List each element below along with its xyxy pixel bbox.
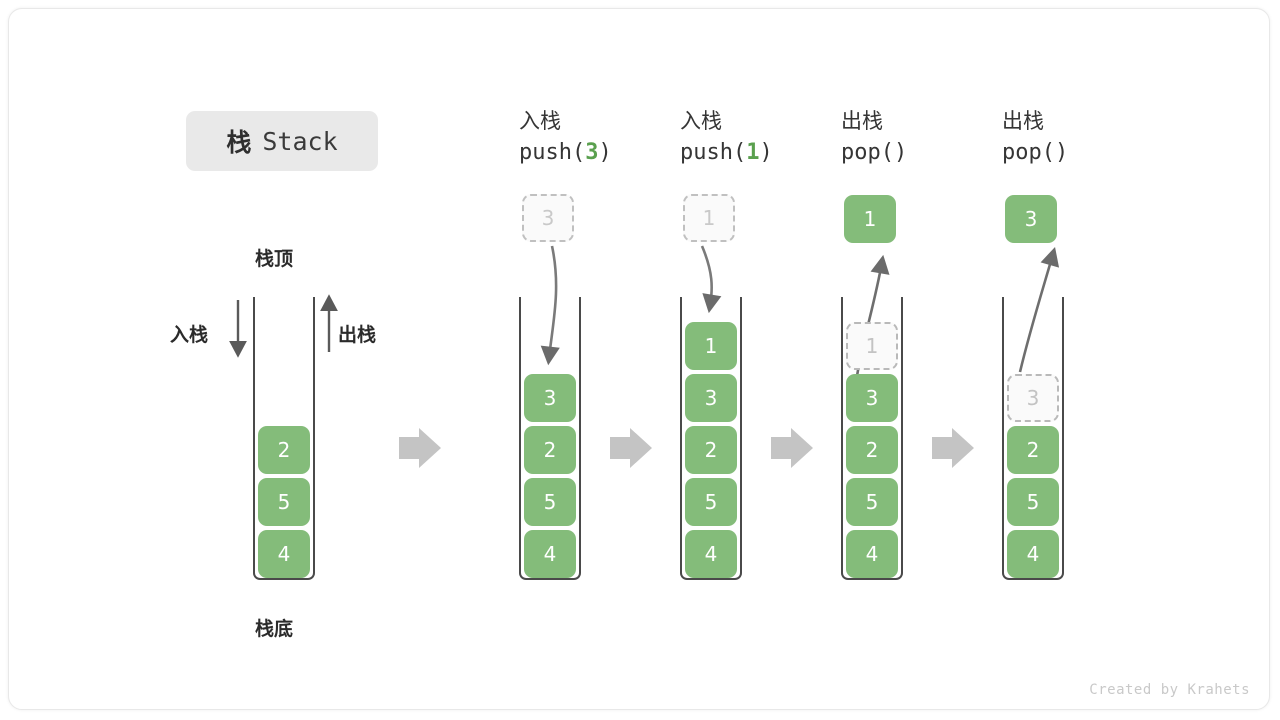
step-op-code: push(3)	[519, 139, 612, 165]
step-header-3: 出栈 pop()	[841, 108, 1011, 167]
stack-cell: 2	[846, 426, 898, 474]
stack-cell: 3	[846, 374, 898, 422]
title-en: Stack	[262, 126, 338, 156]
stack-top-label: 栈顶	[255, 248, 294, 270]
step-op-label: 入栈	[519, 109, 561, 133]
stack-cell: 2	[524, 426, 576, 474]
step-op-code: pop()	[1002, 139, 1069, 165]
stack-cell-ghost: 3	[1007, 374, 1059, 422]
step-header-2: 入栈 push(1)	[680, 108, 850, 167]
stack-cell: 2	[258, 426, 310, 474]
title-badge: 栈 Stack	[186, 111, 378, 171]
step-op-code: push(1)	[680, 139, 773, 165]
stack-cell: 4	[1007, 530, 1059, 578]
stack-cell-ghost: 1	[846, 322, 898, 370]
stack-cell: 4	[846, 530, 898, 578]
stack-cell: 5	[258, 478, 310, 526]
step-op-arg: 3	[585, 139, 599, 165]
pop-direction-label: 出栈	[338, 324, 377, 346]
stack-cell: 3	[524, 374, 576, 422]
watermark: Created by Krahets	[1089, 682, 1250, 698]
incoming-item-box: 1	[683, 194, 735, 242]
stack-cell: 4	[258, 530, 310, 578]
stack-cell: 2	[1007, 426, 1059, 474]
stack-cell: 5	[685, 478, 737, 526]
popped-item-box: 3	[1005, 195, 1057, 243]
incoming-item-box: 3	[522, 194, 574, 242]
popped-item-box: 1	[844, 195, 896, 243]
title-cn: 栈	[226, 128, 253, 157]
push-direction-label: 入栈	[170, 324, 209, 346]
stack-cell: 3	[685, 374, 737, 422]
step-op-label: 出栈	[1002, 109, 1044, 133]
step-op-label: 出栈	[841, 109, 883, 133]
stack-cell: 4	[524, 530, 576, 578]
step-op-label: 入栈	[680, 109, 722, 133]
stack-cell: 5	[846, 478, 898, 526]
stack-cell: 5	[524, 478, 576, 526]
stack-bottom-label: 栈底	[255, 618, 294, 640]
stack-cell: 5	[1007, 478, 1059, 526]
stack-cell: 1	[685, 322, 737, 370]
stack-cell: 4	[685, 530, 737, 578]
step-header-4: 出栈 pop()	[1002, 108, 1172, 167]
stack-cell: 2	[685, 426, 737, 474]
step-op-code: pop()	[841, 139, 908, 165]
step-header-1: 入栈 push(3)	[519, 108, 689, 167]
step-op-arg: 1	[746, 139, 760, 165]
